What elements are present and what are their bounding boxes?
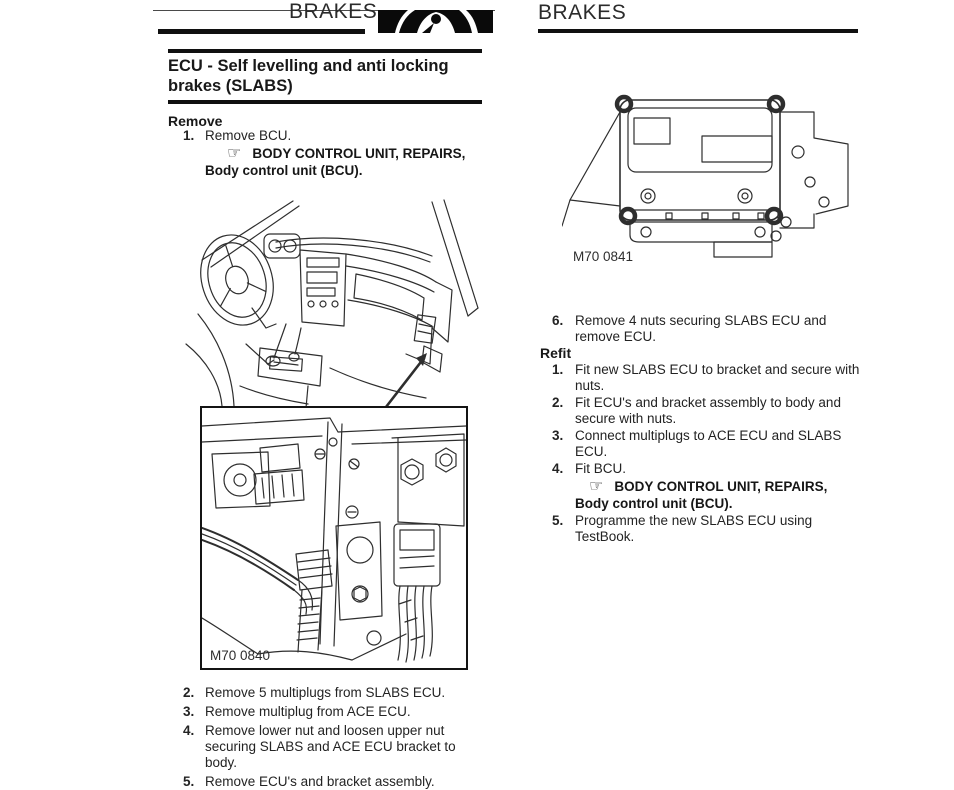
figure-label: M70 0841 [573, 249, 634, 264]
title-rule-top [168, 49, 482, 53]
reference-text: Body control unit (BCU). [205, 163, 363, 178]
left-header-rule [158, 29, 365, 34]
procedure-step-1: 1. Remove BCU. [183, 128, 292, 143]
procedure-step-6: 6. Remove 4 nuts securing SLABS ECU and … [552, 313, 827, 344]
page-title: ECU - Self levelling and anti locking br… [168, 57, 449, 95]
procedure-step-4: 4. Remove lower nut and loosen upper nut… [183, 723, 456, 770]
procedure-step-3: 3. Remove multiplug from ACE ECU. [183, 704, 411, 719]
brake-drum-icon [378, 10, 493, 33]
procedure-step-2: 2. Remove 5 multiplugs from SLABS ECU. [183, 685, 446, 700]
left-page-header-title: BRAKES [289, 0, 378, 23]
refit-step-3: 3. Connect multiplugs to ACE ECU and SLA… [552, 428, 842, 459]
refit-step-1: 1. Fit new SLABS ECU to bracket and secu… [552, 362, 860, 393]
right-header-rule [538, 29, 858, 33]
remove-heading: Remove [168, 113, 223, 129]
figure-ecu-bracket-illustration: M70 0840 [200, 406, 468, 670]
refit-step-2: 2. Fit ECU's and bracket assembly to bod… [552, 395, 841, 426]
dashboard-line-art [185, 199, 479, 408]
refit-heading: Refit [540, 345, 572, 361]
title-rule-bottom [168, 100, 482, 104]
figure-label: M70 0840 [210, 648, 271, 663]
pointing-hand-icon: ☞ [227, 143, 242, 162]
slabs-ecu-line-art [562, 94, 849, 258]
figure-dashboard-illustration [180, 196, 485, 408]
reference-text: BODY CONTROL UNIT, REPAIRS, [252, 146, 466, 161]
refit-step-4: 4. Fit BCU. ☞BODY CONTROL UNIT, REPAIRS,… [552, 461, 862, 512]
remove-steps-list: 2. Remove 5 multiplugs from SLABS ECU. 3… [183, 685, 461, 790]
reference-text: BODY CONTROL UNIT, REPAIRS, [614, 479, 828, 494]
procedure-step-5: 5. Remove ECU's and bracket assembly. [183, 774, 435, 789]
right-page-header-title: BRAKES [538, 1, 627, 24]
left-header-thin-rule [153, 10, 495, 11]
refit-step-5: 5. Programme the new SLABS ECU using Tes… [552, 513, 813, 544]
refit-steps-list: 1. Fit new SLABS ECU to bracket and secu… [552, 362, 862, 546]
ecu-bracket-line-art [202, 417, 466, 663]
cross-reference-block: ☞ BODY CONTROL UNIT, REPAIRS, Body contro… [205, 144, 495, 179]
pointing-hand-icon: ☞ [589, 476, 604, 495]
figure-slabs-ecu-illustration [562, 88, 892, 258]
reference-text: Body control unit (BCU). [575, 496, 733, 511]
brakes-section-logo [378, 10, 493, 33]
